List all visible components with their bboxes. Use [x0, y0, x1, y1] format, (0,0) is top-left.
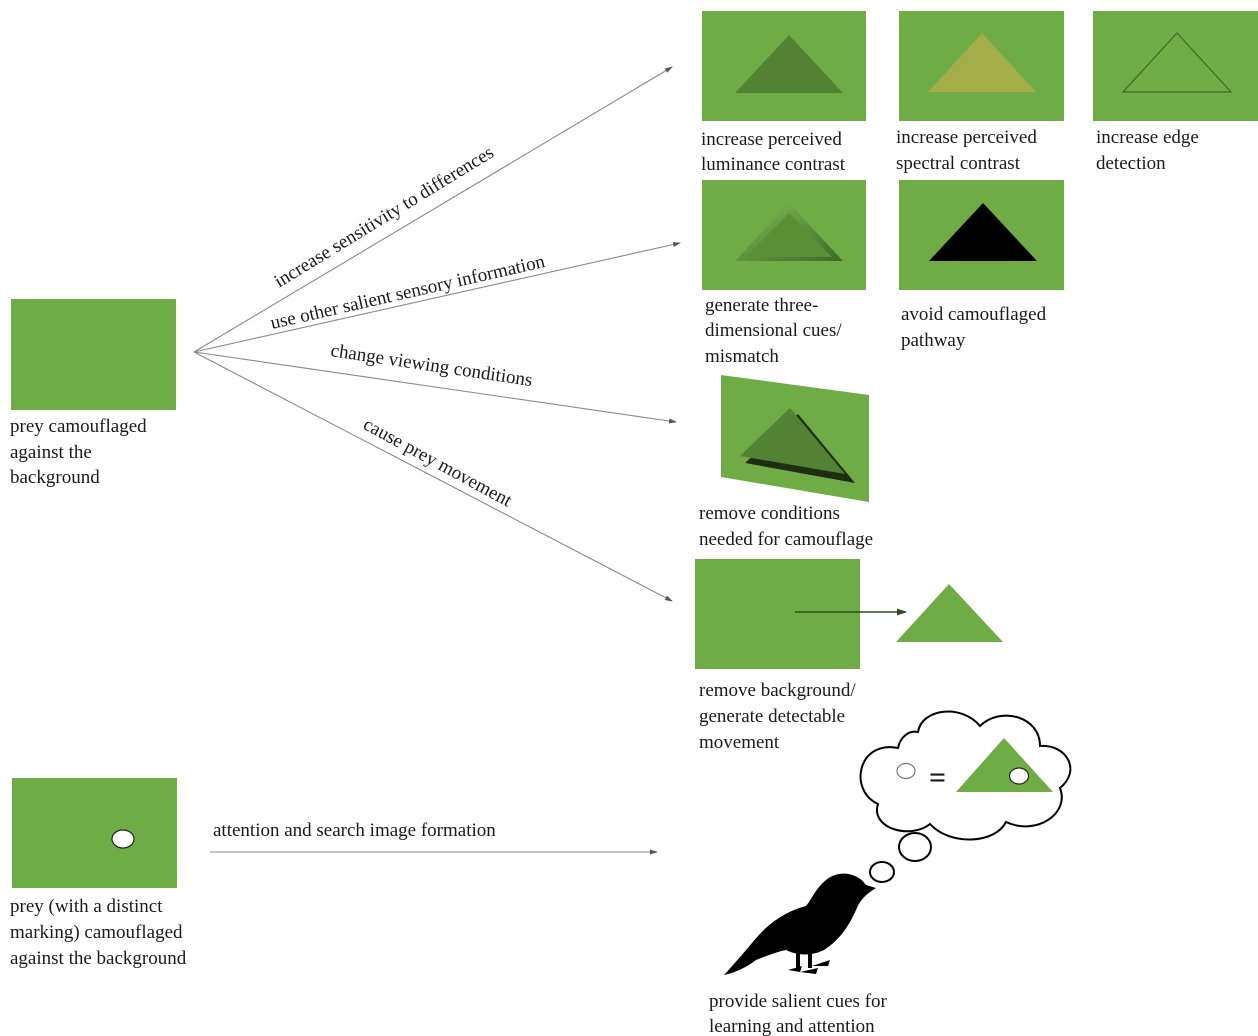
avoid-caption: avoid camouflaged pathway: [901, 304, 1051, 351]
thought-bubble-icon: [859, 710, 1072, 883]
movement-panel: [695, 559, 860, 669]
prey-marking-spot: [111, 829, 135, 849]
thought-prey-spot: [1008, 767, 1030, 785]
three-d-triangle-face: [746, 213, 832, 257]
arrow-other-info: [193, 242, 681, 353]
thought-prey-triangle: [956, 738, 1053, 792]
viewing-prey-triangle: [740, 408, 845, 474]
edge-panel: [1093, 11, 1258, 121]
edge-caption: increase edge detection: [1096, 127, 1204, 174]
arrow-movement: [193, 351, 673, 602]
bird-silhouette-icon: [724, 873, 876, 975]
remove-conditions-caption: remove conditions needed for camouflage: [699, 503, 873, 550]
moving-prey-triangle: [896, 584, 1003, 642]
arrow-sensitivity: [193, 66, 673, 353]
prey-marked-caption: prey (with a distinct marking) camouflag…: [10, 896, 187, 969]
spectral-caption: increase perceived spectral contrast: [896, 127, 1042, 174]
salient-cues-caption: provide salient cues for learning and at…: [709, 991, 892, 1036]
three-d-caption: generate three- dimensional cues/ mismat…: [705, 295, 846, 367]
prey-marked-panel: [12, 778, 177, 888]
luminance-caption: increase perceived luminance contrast: [701, 129, 847, 175]
avoid-triangle: [929, 203, 1037, 261]
label-attention: attention and search image formation: [213, 820, 496, 841]
prey-camouflaged-caption: prey camouflaged against the background: [10, 416, 151, 488]
thought-marking-spot: [896, 762, 916, 780]
label-viewing: change viewing conditions: [329, 340, 534, 391]
edge-triangle-outline: [1121, 32, 1233, 93]
remove-background-caption: remove background/ generate detectable m…: [699, 680, 860, 753]
prey-camouflaged-panel: [11, 299, 176, 410]
label-movement: cause prey movement: [360, 414, 516, 512]
arrow-viewing: [193, 351, 677, 424]
thought-equals-sign: =: [929, 761, 946, 794]
spectral-triangle: [928, 33, 1036, 92]
luminance-triangle: [735, 35, 843, 93]
